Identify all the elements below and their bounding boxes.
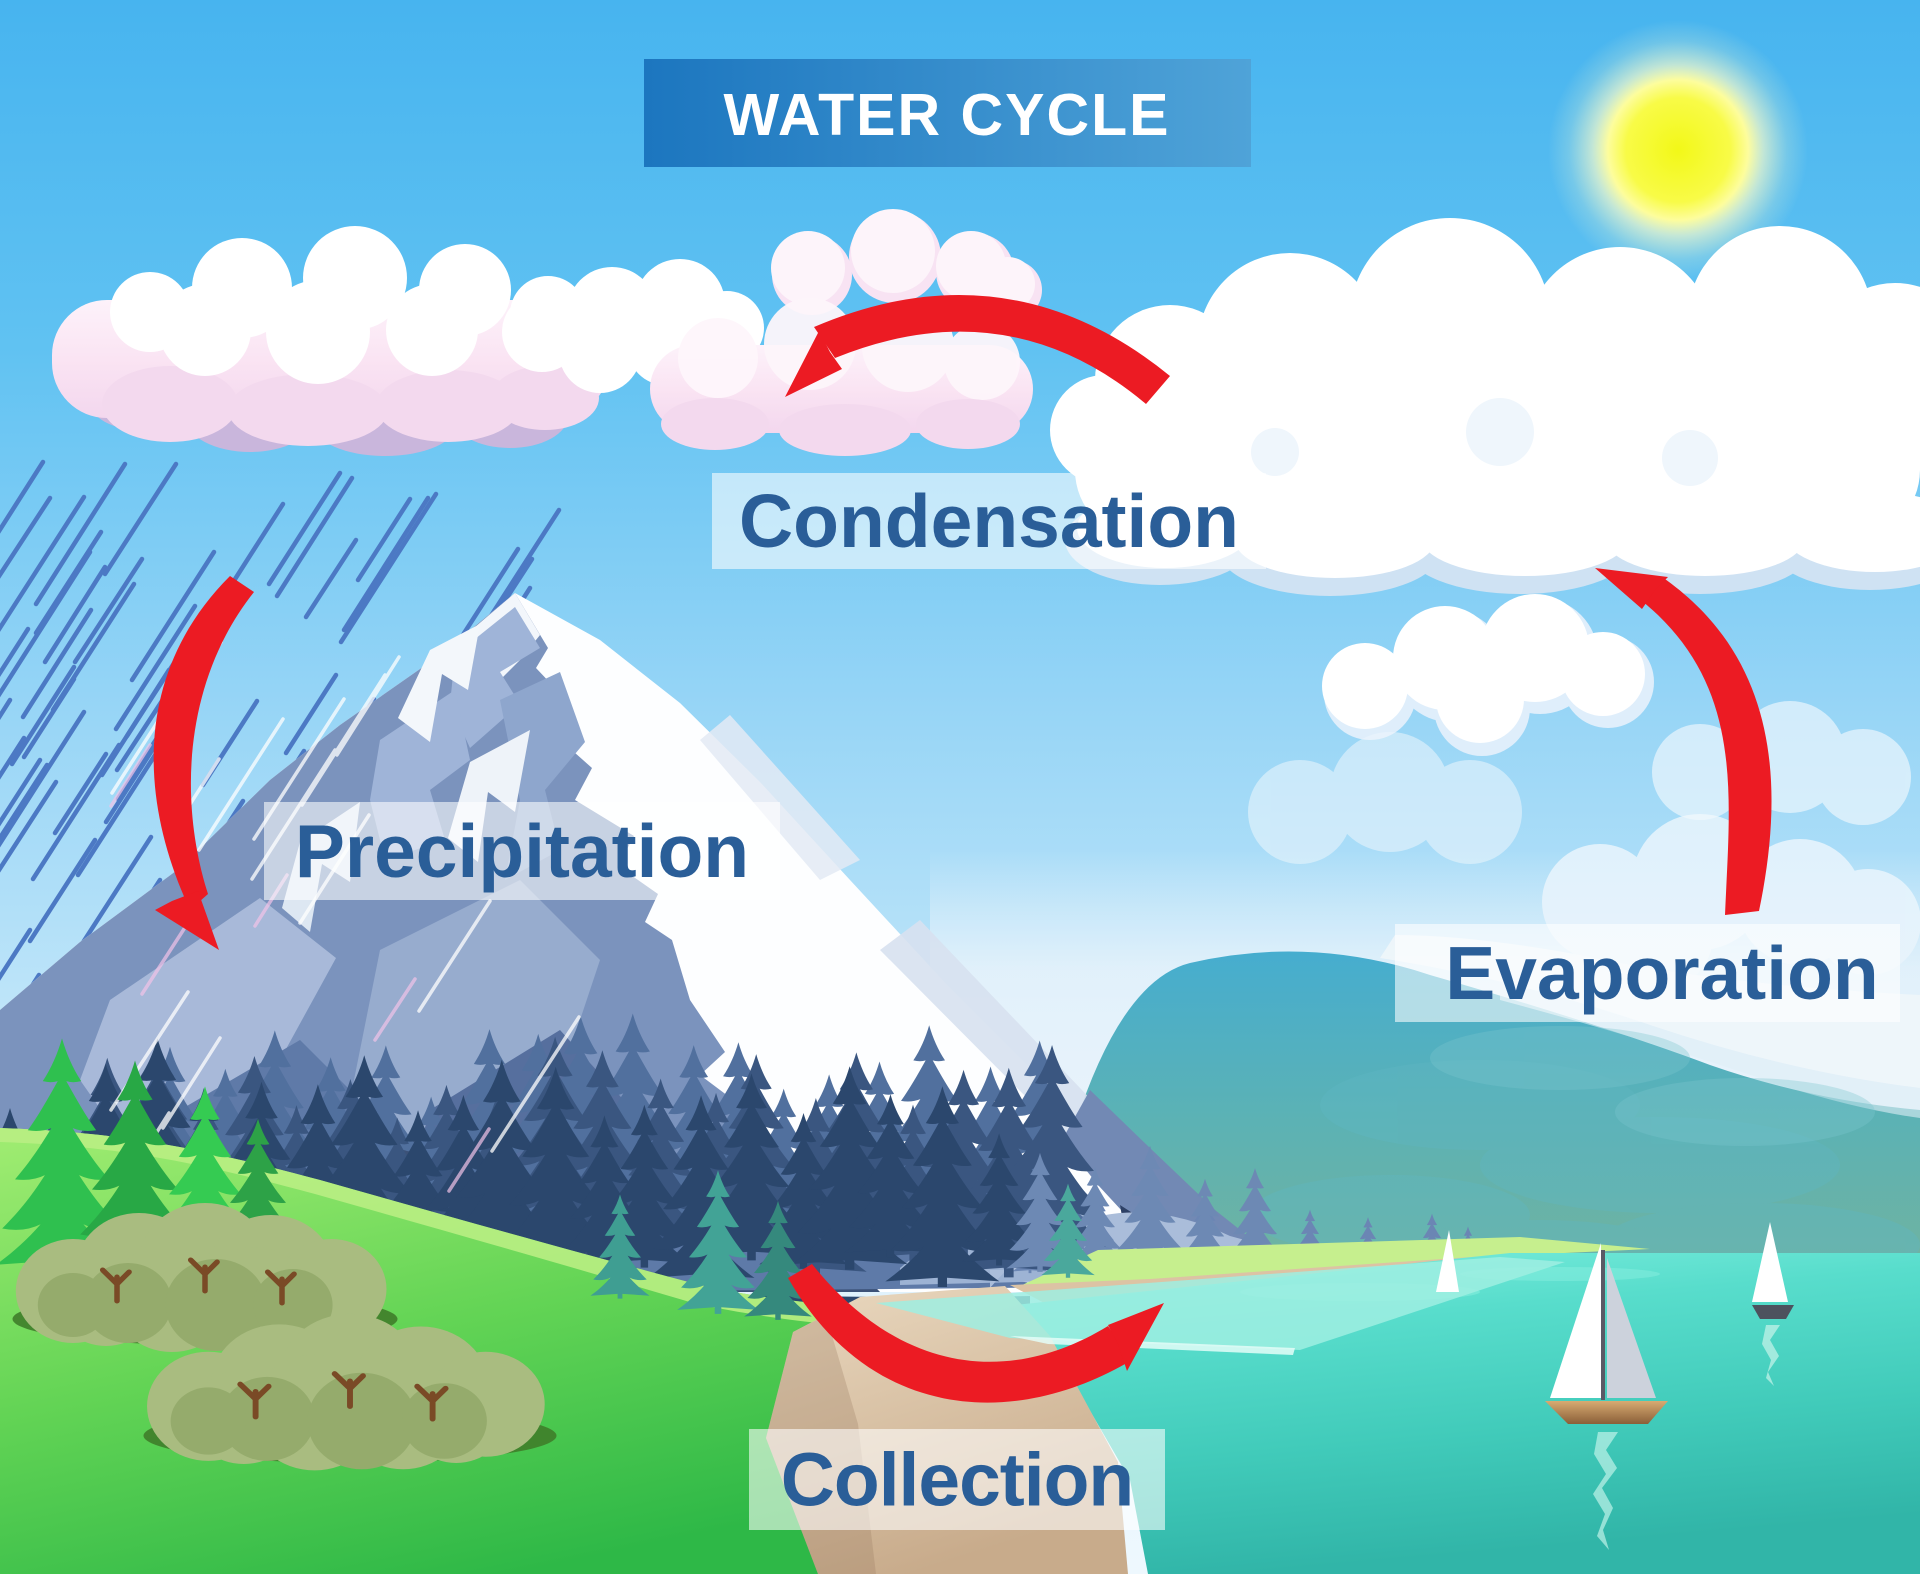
svg-text:Condensation: Condensation bbox=[739, 479, 1239, 563]
svg-text:Precipitation: Precipitation bbox=[295, 809, 749, 893]
svg-text:Collection: Collection bbox=[781, 1438, 1134, 1522]
svg-text:WATER CYCLE: WATER CYCLE bbox=[723, 82, 1170, 148]
svg-text:Evaporation: Evaporation bbox=[1445, 931, 1878, 1015]
